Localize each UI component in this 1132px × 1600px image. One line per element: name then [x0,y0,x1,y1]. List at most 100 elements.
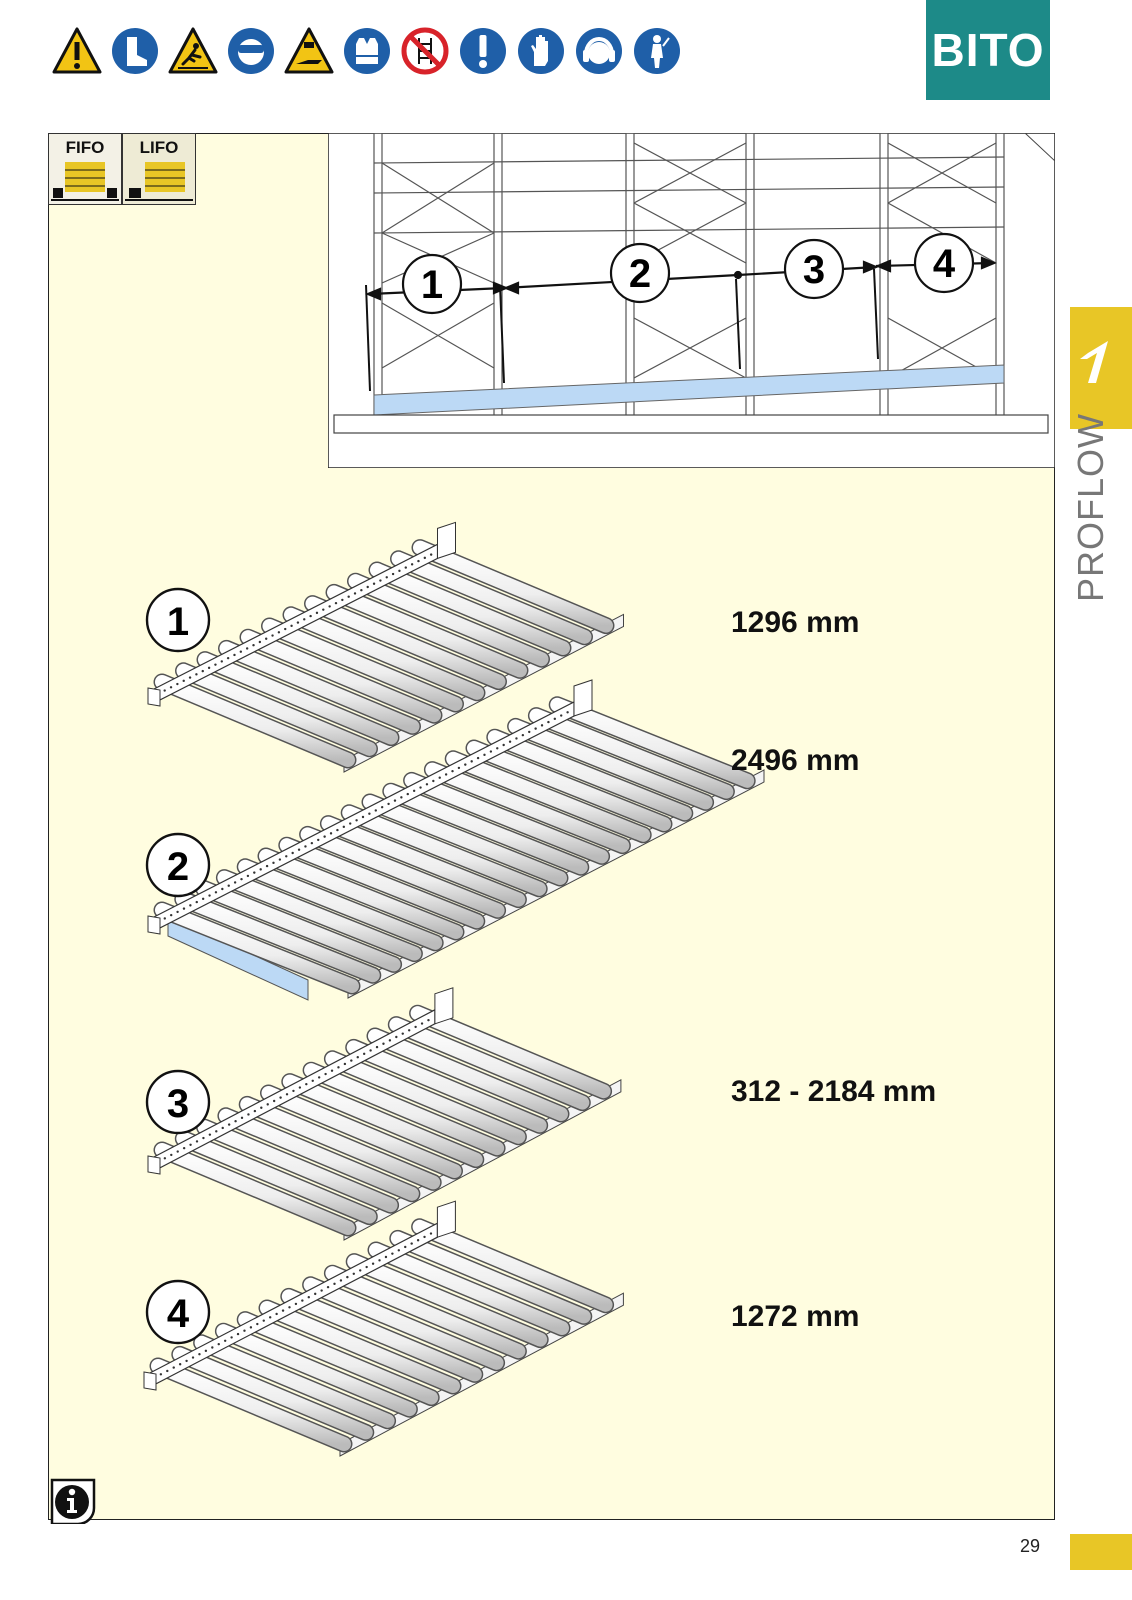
module-1-frame-hole [404,566,407,569]
module-2-frame-hole [329,832,333,835]
module-3-frame-hole [343,1062,347,1066]
module-3-frame-hole [195,1140,199,1143]
module-3-frame-hole [285,1093,289,1096]
safety-boots-icon [112,28,158,74]
module-1-frame-hole [277,631,281,634]
module-1-frame-hole [163,689,166,692]
module-4-roller [151,1359,351,1451]
module-2-frame-hole [221,887,224,891]
hand-crush-warning-icon [284,27,334,74]
module-2-frame-hole [323,835,326,838]
module-3-roller [218,1108,419,1201]
module-2-frame-hole [489,750,493,753]
module-1-frame-hole [296,621,300,624]
module-4-frame-hole [320,1289,323,1292]
module-4-frame-hole [359,1269,362,1272]
safety-icon-row [52,26,702,76]
module-3-frame-hole [350,1059,353,1062]
module-4-frame-hole [365,1265,368,1269]
module-2-frame-hole [419,786,422,789]
conveyor-modules-drawing: 1 2 3 4 [143,521,765,1457]
module-1-frame-hole [226,656,230,660]
module-1-frame-hole [303,618,306,621]
module-1-roller [198,652,398,745]
module-4-frame-hole [275,1312,278,1316]
module-3-frame-hole [227,1123,231,1126]
module-1-roller [348,574,549,667]
module-2-frame-hole [528,730,531,734]
module-1-frame-hole [195,673,198,676]
module-3-frame-hole [369,1049,372,1052]
module-4-frame-hole [423,1235,426,1239]
module-2-roller [529,708,734,799]
overview-callout-4: 4 [933,242,956,286]
module-1-roller [284,607,484,700]
module-4-roller [260,1301,460,1393]
overview-callout-3: 3 [803,248,825,292]
module-4-frame-hole [397,1249,401,1252]
module-3-frame-hole [260,1106,263,1109]
module-2-start-plate [147,915,161,935]
module-1-frame-hole [169,686,173,689]
module-1-end-plate [437,521,456,560]
module-3-frame-hole [272,1099,276,1103]
module-4-frame-hole [307,1296,310,1299]
eye-protection-icon [228,28,274,74]
module-3-roller [176,1131,377,1224]
bito-logo: BITO [926,0,1050,100]
module-4-end-plate [436,1200,456,1238]
module-4-frame-hole [371,1262,375,1265]
module-4-frame-hole [378,1259,381,1262]
module-2-frame-hole [176,910,179,914]
overview-callout-2: 2 [629,252,651,296]
module-4-frame-hole [339,1279,343,1282]
module-4-frame-hole [346,1275,349,1279]
module-1-frame-hole [188,676,192,679]
module-3-roller [155,1143,355,1235]
module-2-frame-hole [560,714,563,717]
module-4-frame-hole [352,1272,355,1275]
module-3-frame-hole [189,1143,192,1146]
module-1-roller [176,663,377,756]
module-4-frame-hole [172,1366,175,1369]
module-2-roller [446,751,651,842]
module-2-roller [425,762,630,853]
module-2-frame-hole [317,838,320,842]
module-4-frame-hole [191,1356,195,1359]
module-1-frame-hole [423,556,427,560]
module-2-frame-hole [502,743,505,747]
module-2-frame-hole [380,805,384,809]
module-2-frame-hole [278,858,282,861]
module-3-frame-hole [247,1113,250,1116]
module-4-callout: 4 [167,1292,190,1336]
module-2-frame-hole [464,763,467,766]
module-4-roller [194,1335,395,1428]
module-2-frame-hole [259,868,262,871]
module-2-roller [383,784,588,875]
module-4-frame-hole [384,1255,388,1259]
module-3-roller [261,1086,462,1178]
module-1-frame-hole [379,579,382,582]
module-4-frame-hole [314,1292,317,1296]
module-3-roller [410,1006,611,1099]
module-2-frame-hole [483,753,486,757]
module-1-frame-hole [366,585,369,589]
module-2-frame-hole [444,773,448,776]
module-1-roller [327,585,527,678]
module-1-frame-hole [214,663,217,666]
module-2-frame-hole [214,891,218,894]
module-1-frame-hole [341,598,344,602]
module-2-frame-hole [310,841,314,845]
module-4-frame-hole [429,1232,433,1235]
module-3-frame-hole [298,1086,302,1089]
module-4-frame-hole [333,1282,336,1286]
module-2-frame-hole [374,809,377,812]
module-2-roller [467,741,671,831]
module-3-frame-hole [163,1157,167,1160]
module-1-frame-hole [245,647,249,650]
lifo-badge: LIFO [122,133,196,205]
module-4-frame-hole [159,1373,163,1376]
module-3-frame-hole [324,1072,327,1076]
module-2-frame-hole [195,900,198,904]
module-2-frame-hole [521,733,525,737]
